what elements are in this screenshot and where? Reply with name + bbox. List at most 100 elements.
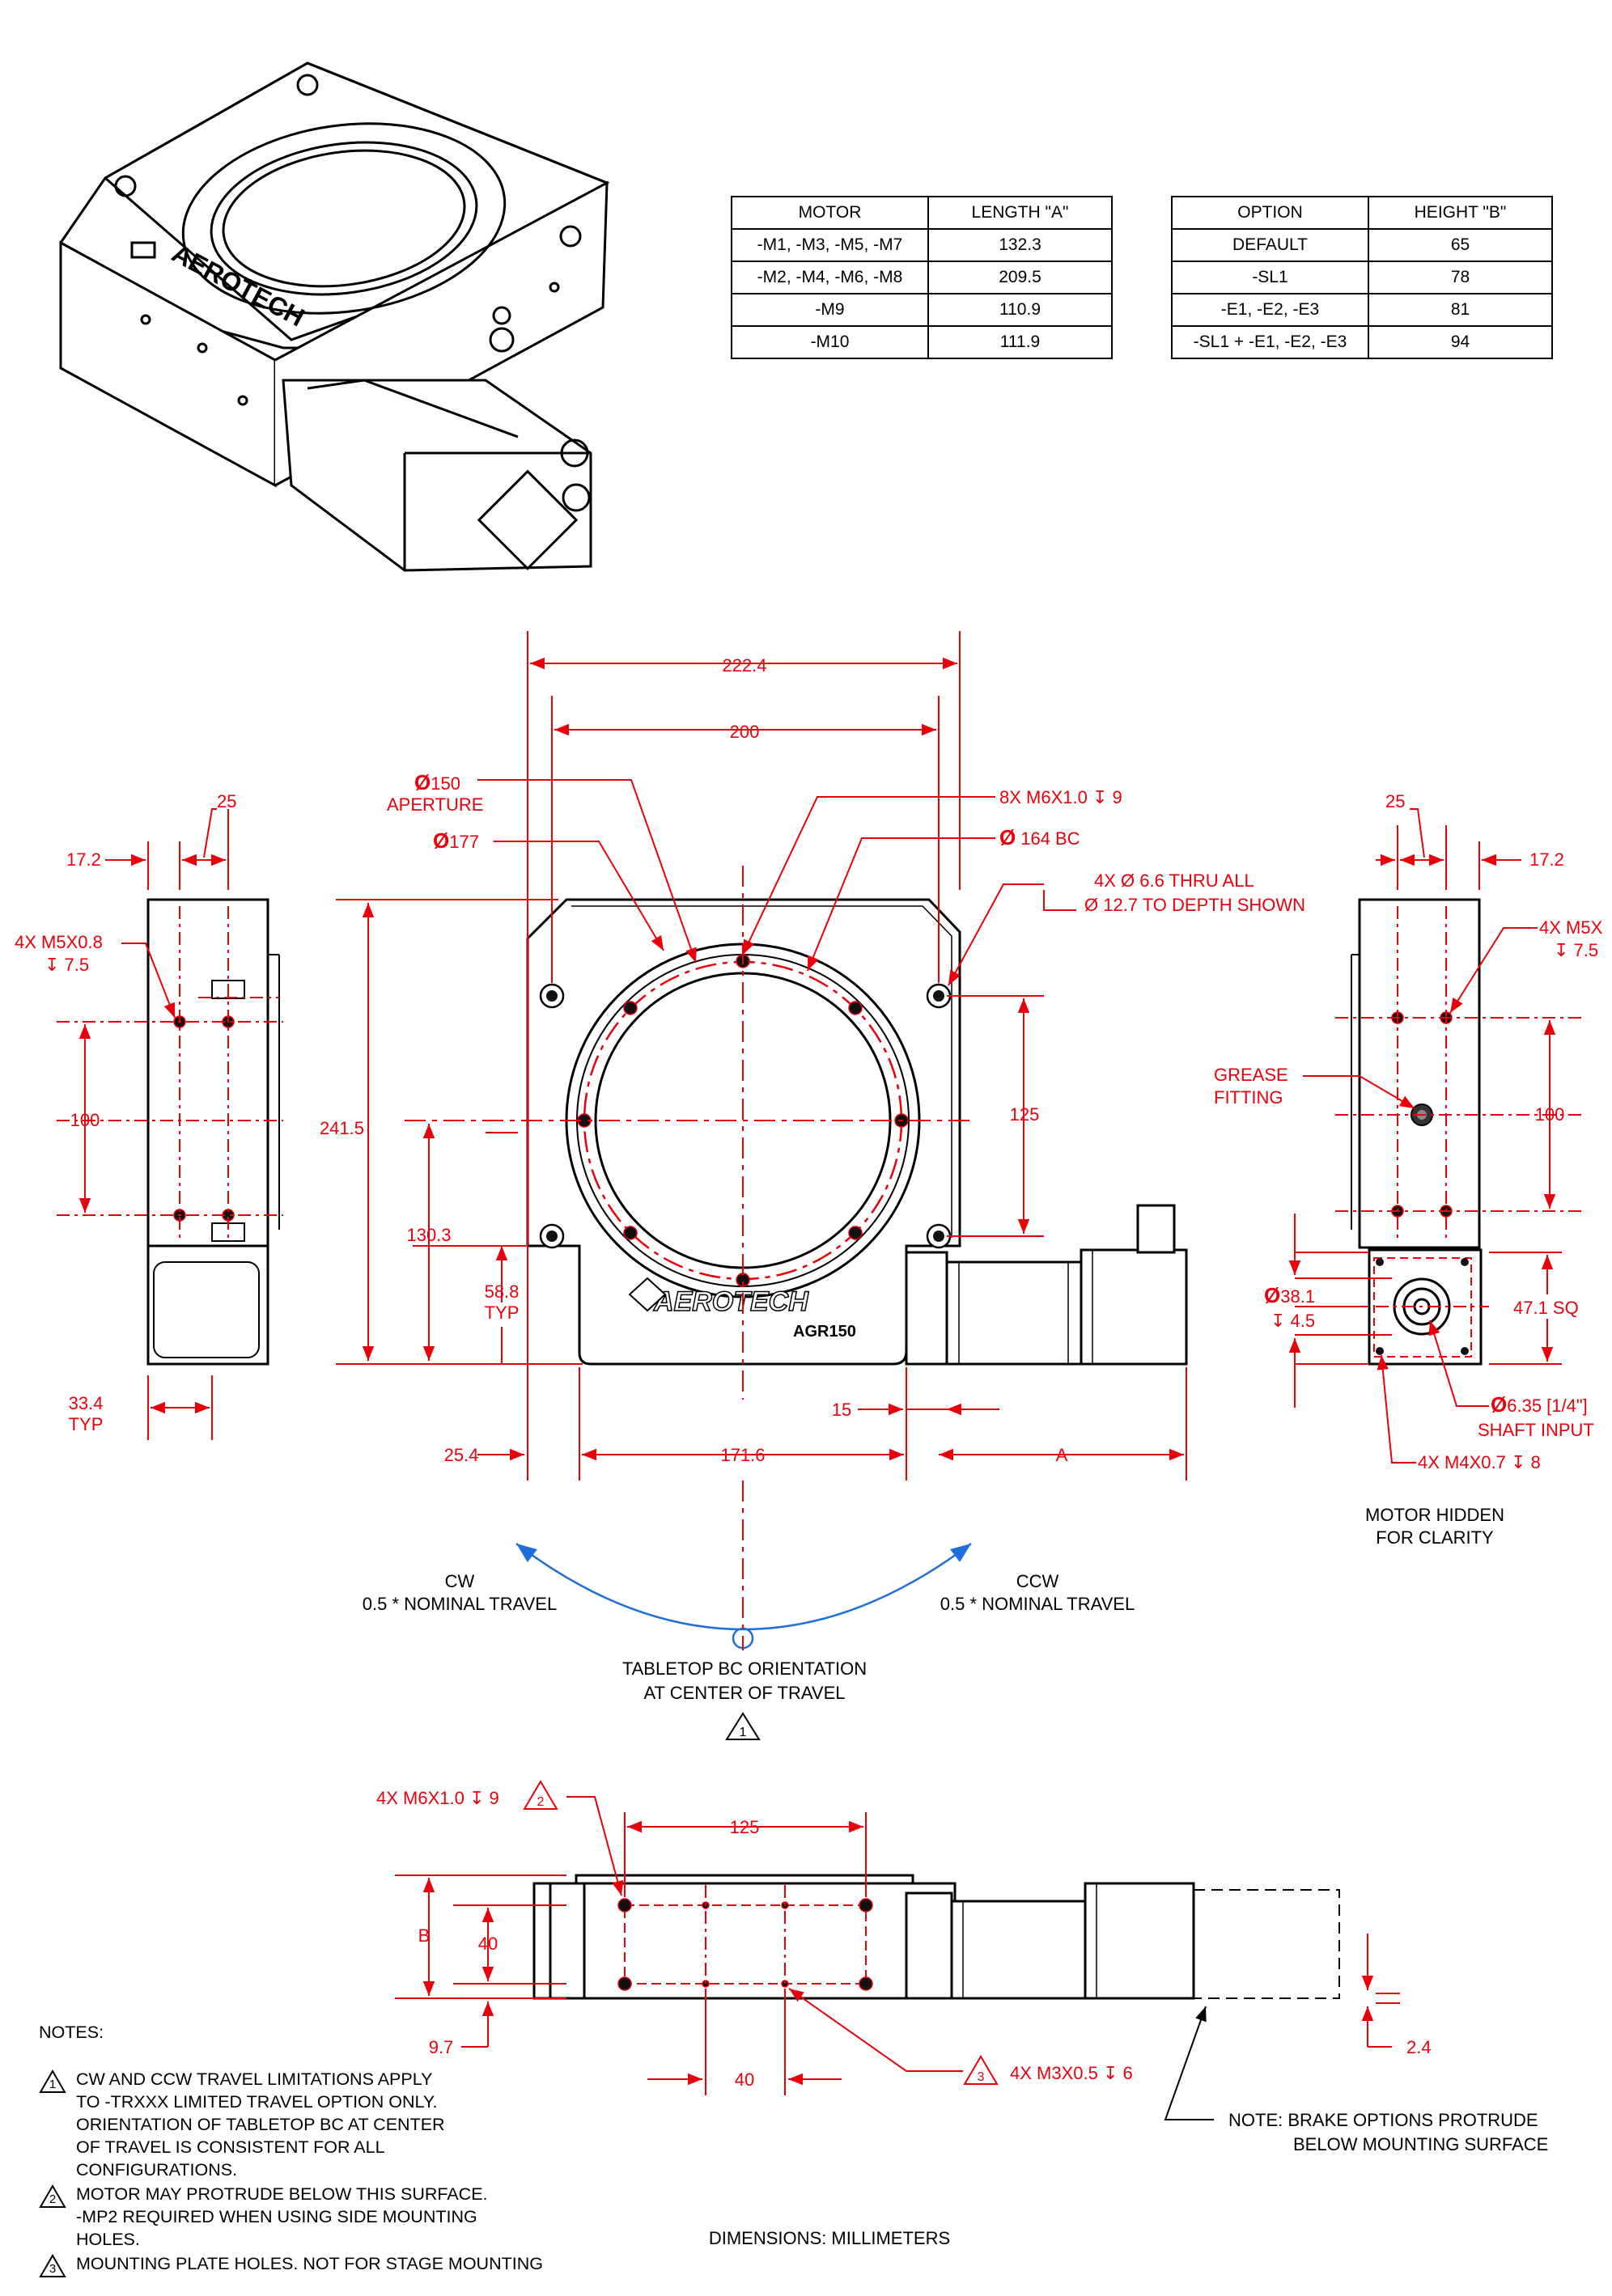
hidden-line1: MOTOR HIDDEN (1365, 1505, 1504, 1525)
table-cell: 78 (1368, 261, 1553, 294)
dim-38-1: Ø38.1 (1264, 1283, 1315, 1307)
bottom-dim-40-v: 40 (478, 1934, 498, 1954)
bottom-dim-b: B (418, 1925, 431, 1946)
table-header: MOTOR (731, 196, 929, 230)
center-line1: TABLETOP BC ORIENTATION (622, 1658, 867, 1679)
bottom-holes-4x: 4X M6X1.0 ↧ 9 (376, 1788, 499, 1808)
depth-4-5: ↧ 4.5 (1271, 1311, 1315, 1331)
table-cell: -M9 (731, 293, 929, 327)
note-item: 2 MOTOR MAY PROTRUDE BELOW THIS SURFACE.… (39, 2183, 686, 2251)
bottom-dim-9-7: 9.7 (429, 2037, 454, 2057)
dim-241-5: 241.5 (320, 1118, 364, 1138)
table-cell: -M10 (731, 325, 929, 359)
dim-125: 125 (1010, 1104, 1040, 1125)
table-cell: 81 (1368, 293, 1553, 327)
front-view: AEROTECH AGR150 (320, 631, 1305, 1481)
table-header: OPTION (1171, 196, 1369, 230)
note-line: MOTOR MAY PROTRUDE BELOW THIS SURFACE. (76, 2184, 488, 2204)
right-dim-100: 100 (1535, 1104, 1565, 1125)
left-dim-100: 100 (70, 1110, 100, 1130)
shaft-dia: Ø6.35 [1/4"] (1491, 1392, 1588, 1417)
table-cell: 132.3 (927, 228, 1113, 262)
table-cell: 110.9 (927, 293, 1113, 327)
note-ref-triangle: 2 (39, 2183, 66, 2251)
table-header: LENGTH "A" (927, 196, 1113, 230)
dim-15: 15 (832, 1400, 851, 1420)
left-view: 25 17.2 4X M5X0.8 ↧ 7.5 100 33.4 TYP (15, 791, 283, 1440)
dim-177: Ø177 (433, 828, 479, 853)
table-header-row: OPTION HEIGHT "B" (1171, 196, 1553, 230)
table-cell: -E1, -E2, -E3 (1171, 293, 1369, 327)
note-item: 1 CW AND CCW TRAVEL LIMITATIONS APPLY TO… (39, 2068, 686, 2181)
cw-line2: 0.5 * NOMINAL TRAVEL (363, 1594, 557, 1614)
right-holes-line1: 4X M5X (1539, 917, 1603, 938)
table-cell: 65 (1368, 228, 1553, 262)
dim-a: A (1056, 1445, 1068, 1465)
front-model: AGR150 (793, 1323, 856, 1341)
left-dim-17-2: 17.2 (66, 849, 101, 870)
aperture-label: APERTURE (387, 794, 483, 815)
note-ref-triangle: 3 (39, 2252, 66, 2277)
note-line: CW AND CCW TRAVEL LIMITATIONS APPLY (76, 2069, 433, 2089)
right-view: 25 17.2 4X M5X ↧ 7.5 GREASE FITTING 100 … (1214, 791, 1603, 1548)
table-cell: -SL1 + -E1, -E2, -E3 (1171, 325, 1369, 359)
dim-130-3: 130.3 (406, 1225, 451, 1245)
m3-holes: 4X M3X0.5 ↧ 6 (1010, 2063, 1133, 2083)
shaft-label: SHAFT INPUT (1478, 1420, 1594, 1440)
travel-diagram: CW 0.5 * NOMINAL TRAVEL CCW 0.5 * NOMINA… (363, 1481, 1135, 1740)
table-header-row: MOTOR LENGTH "A" (731, 196, 1113, 230)
note-line: ORIENTATION OF TABLETOP BC AT CENTER (76, 2115, 445, 2134)
note-ref-triangle: 1 (39, 2068, 66, 2181)
bottom-view: 4X M6X1.0 ↧ 9 2 125 B 40 9.7 40 3 4X M3X… (376, 1780, 1548, 2154)
dim-222-4: 222.4 (722, 655, 766, 676)
note-line: OF TRAVEL IS CONSISTENT FOR ALL (76, 2137, 385, 2157)
holes-8x-label: 8X M6X1.0 ↧ 9 (999, 787, 1122, 807)
table-header: HEIGHT "B" (1368, 196, 1553, 230)
hidden-line2: FOR CLARITY (1376, 1527, 1494, 1548)
table-cell: -M2, -M4, -M6, -M8 (731, 261, 929, 294)
grease-line1: GREASE (1214, 1065, 1288, 1085)
holes-ref-2: 2 (537, 1795, 545, 1809)
left-typ: TYP (69, 1414, 104, 1434)
isometric-view: AEROTECH (59, 61, 610, 572)
table-cell: -SL1 (1171, 261, 1369, 294)
note-ref-1: 1 (740, 1726, 747, 1739)
table-cell: 111.9 (927, 325, 1113, 359)
left-dim-33-4: 33.4 (69, 1393, 104, 1413)
table-cell: 209.5 (927, 261, 1113, 294)
center-line2: AT CENTER OF TRAVEL (644, 1683, 846, 1703)
note-line: CONFIGURATIONS. (76, 2160, 238, 2180)
dim-58-8: 58.8 (485, 1281, 520, 1302)
note-line: HOLES. (76, 2230, 140, 2249)
ccw-line2: 0.5 * NOMINAL TRAVEL (940, 1594, 1135, 1614)
bottom-dim-125: 125 (730, 1817, 760, 1837)
table-cell: 94 (1368, 325, 1553, 359)
note-line: MOUNTING PLATE HOLES. NOT FOR STAGE MOUN… (76, 2254, 543, 2273)
bottom-dim-40-h: 40 (735, 2069, 754, 2090)
notes-block: NOTES: 1 CW AND CCW TRAVEL LIMITATIONS A… (39, 2021, 686, 2277)
notes-title: NOTES: (39, 2023, 104, 2042)
ccw-line1: CCW (1016, 1571, 1059, 1591)
note-line: TO -TRXXX LIMITED TRAVEL OPTION ONLY. (76, 2092, 438, 2112)
front-logo: AEROTECH (653, 1286, 809, 1317)
right-holes-line2: ↧ 7.5 (1554, 940, 1598, 960)
brake-line1: NOTE: BRAKE OPTIONS PROTRUDE (1228, 2110, 1538, 2130)
thru-holes-line1: 4X Ø 6.6 THRU ALL (1094, 871, 1254, 891)
bottom-dim-2-4: 2.4 (1406, 2037, 1432, 2057)
left-holes-line2: ↧ 7.5 (45, 955, 89, 975)
note-line: -MP2 REQUIRED WHEN USING SIDE MOUNTING (76, 2207, 477, 2226)
grease-line2: FITTING (1214, 1087, 1283, 1108)
brake-line2: BELOW MOUNTING SURFACE (1293, 2134, 1548, 2154)
dim-47-1-sq: 47.1 SQ (1513, 1298, 1579, 1318)
dim-171-6: 171.6 (720, 1445, 765, 1465)
